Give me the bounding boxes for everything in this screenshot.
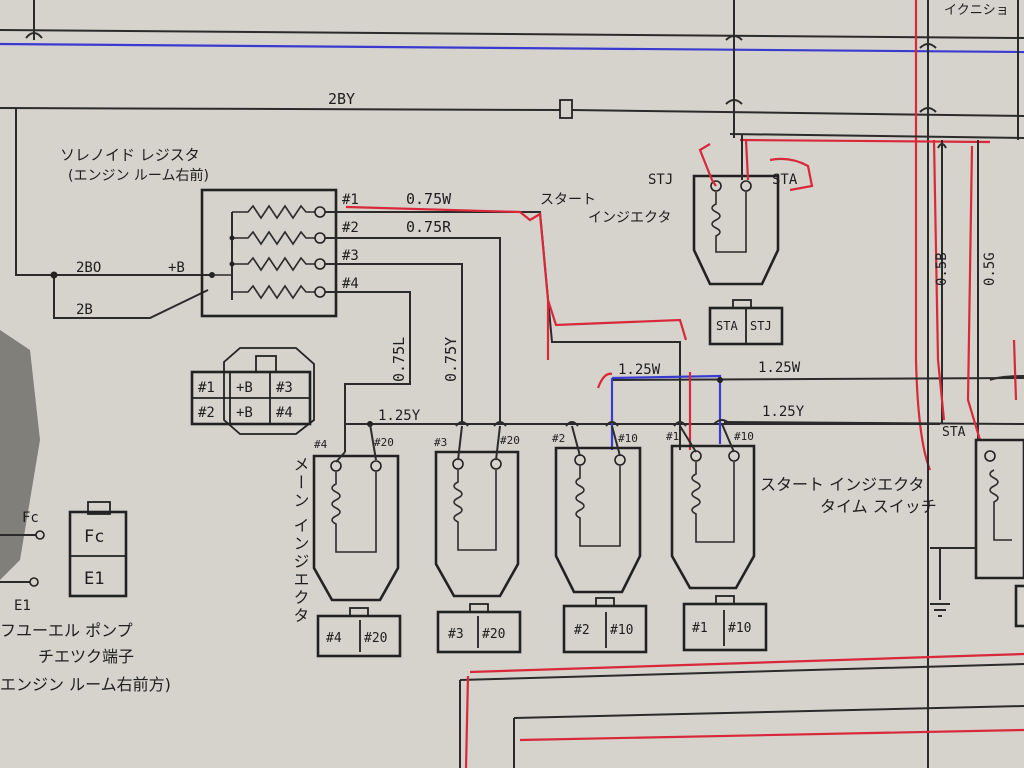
start-injector: [692, 134, 814, 346]
injector-1-pin-right: #20: [374, 436, 394, 449]
left-feed-wires: [15, 108, 215, 319]
connector-cell-4: #2: [198, 405, 215, 421]
solenoid-resistor-location: (エンジン ルーム右前): [68, 167, 209, 184]
fuel-pump-subtitle: チエツク端子: [38, 647, 134, 666]
connector-cell-5: +B: [236, 405, 253, 421]
bus-wires: [345, 372, 1024, 450]
pin-label-1: #1: [342, 192, 359, 208]
injector-3: [554, 425, 648, 654]
injector-4-plug-a: #1: [692, 621, 708, 636]
wire-label-125w-left: 1.25W: [618, 362, 661, 378]
fc-pin-label: Fc: [22, 510, 39, 526]
start-connector-stj: STJ: [750, 319, 772, 333]
injector-2-pin-left: #3: [434, 436, 447, 449]
timer-switch-subtitle: タイム スイッチ: [820, 497, 937, 516]
start-connector-sta: STA: [716, 319, 738, 333]
wire-label-05b: 0.5B: [934, 252, 950, 286]
injector-3-pin-left: #2: [552, 432, 565, 445]
resistor-connector-face: [190, 347, 315, 435]
fuel-pump-check-terminal: [0, 501, 128, 598]
injector-4: [670, 423, 768, 652]
main-injector-label: メーン インジエクタ: [291, 456, 310, 625]
pin-label-3: #3: [342, 248, 359, 264]
injector-2-plug-b: #20: [482, 627, 505, 642]
start-injector-subtitle: インジエクタ: [588, 210, 671, 226]
injector-1-plug-a: #4: [326, 631, 342, 646]
wire-label-075r: 0.75R: [406, 218, 452, 236]
injector-3-plug-b: #10: [610, 623, 633, 638]
connector-cell-2: +B: [236, 380, 253, 396]
connector-cell-3: #3: [276, 380, 293, 396]
fuel-pump-location: エンジン ルーム右前方): [0, 675, 171, 694]
injector-1-plug-b: #20: [364, 631, 387, 646]
connector-cell-6: #4: [276, 405, 293, 421]
wire-label-075w: 0.75W: [406, 190, 452, 208]
wire-label-2b: 2B: [76, 302, 93, 318]
pin-label-4: #4: [342, 276, 359, 292]
wire-label-075y: 0.75Y: [442, 337, 460, 382]
injector-3-pin-right: #10: [618, 432, 638, 445]
plus-b-label: +B: [168, 260, 185, 276]
stj-label: STJ: [648, 172, 673, 188]
resistor-output-wires: [325, 205, 688, 452]
injector-3-plug-a: #2: [574, 623, 590, 638]
injector-4-pin-right: #10: [734, 430, 754, 443]
e1-cell-label: E1: [84, 569, 104, 589]
injector-2: [434, 425, 522, 654]
wire-label-075l: 0.75L: [390, 337, 408, 382]
solenoid-resistor-title: ソレノイド レジスタ: [60, 146, 200, 164]
start-injector-time-switch: [930, 139, 1024, 628]
fc-cell-label: Fc: [84, 527, 104, 547]
pin-label-2: #2: [342, 220, 359, 236]
ignition-label: イクニショ: [944, 3, 1009, 18]
solenoid-resistor: [200, 188, 338, 318]
fuel-pump-title: フユーエル ポンプ: [0, 621, 133, 640]
wire-label-2bo: 2BO: [76, 260, 101, 276]
wire-label-125y-right: 1.25Y: [762, 404, 805, 420]
page-shadow: [0, 330, 40, 580]
injector-4-pin-left: #1: [666, 430, 679, 443]
timer-switch-title: スタート インジエクタ: [760, 475, 924, 494]
injector-2-pin-right: #20: [500, 434, 520, 447]
bottom-section-lines: [459, 652, 1024, 768]
sta-label: STA: [772, 172, 798, 188]
wire-label-125w-right: 1.25W: [758, 360, 801, 376]
injector-4-plug-b: #10: [728, 621, 751, 636]
injector-2-plug-a: #3: [448, 627, 464, 642]
wire-label-2by: 2BY: [328, 90, 355, 108]
injector-1: [312, 423, 402, 658]
connector-cell-1: #1: [198, 380, 215, 396]
wire-label-125y-left: 1.25Y: [378, 408, 421, 424]
injector-1-pin-left: #4: [314, 438, 328, 451]
e1-pin-label: E1: [14, 598, 31, 614]
wire-label-05g: 0.5G: [982, 252, 998, 286]
sta-right-label: STA: [942, 425, 966, 440]
start-injector-title: スタート: [540, 192, 596, 208]
